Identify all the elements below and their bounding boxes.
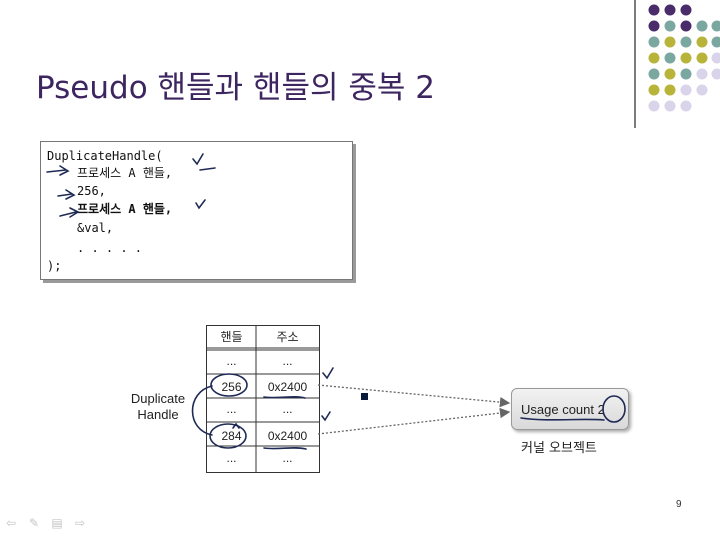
page-number: 9 — [676, 499, 682, 510]
dot-row-4 — [648, 52, 720, 64]
duplicate-label-line: Handle — [137, 407, 179, 422]
kernel-object-box: Usage count 2 — [511, 388, 629, 430]
decorative-divider — [634, 0, 636, 128]
slide-title: Pseudo 핸들과 핸들의 중복 2 — [36, 70, 435, 106]
code-line: DuplicateHandle( — [47, 149, 163, 163]
code-line: &val, — [77, 221, 114, 235]
table-cell: ... — [226, 354, 237, 368]
usage-count-label: Usage count 2 — [521, 402, 605, 417]
decorative-dot-grid — [648, 4, 720, 112]
table-cell: 0x2400 — [267, 380, 308, 394]
table-cell: ... — [282, 402, 293, 416]
table-cell: 284 — [221, 429, 242, 443]
code-line: ); — [47, 259, 62, 273]
table-cell: ... — [282, 451, 293, 465]
pen-icon[interactable]: ✎ — [28, 516, 40, 530]
code-box: DuplicateHandle( 프로세스 A 핸들, 256, 프로세스 A … — [40, 141, 353, 280]
dot-row-5 — [648, 68, 720, 80]
code-line: 프로세스 A 핸들, — [77, 166, 173, 180]
duplicate-label-line: Duplicate — [130, 391, 186, 406]
table-header-handle: 핸들 — [220, 330, 243, 344]
pointer-arrow-upper — [317, 384, 511, 408]
dot-row-1 — [648, 4, 708, 16]
handle-table: 핸들 주소 ... ... 256 0x2400 ... ... 284 0x2… — [206, 325, 320, 473]
ink-check-upper — [322, 367, 334, 380]
table-cell: 0x2400 — [267, 429, 308, 443]
dot-row-2 — [648, 20, 720, 32]
prev-arrow-icon[interactable]: ⇦ — [5, 516, 17, 530]
code-line: . . . . . — [77, 241, 143, 255]
next-arrow-icon[interactable]: ⇨ — [74, 516, 86, 530]
slideshow-nav-bar: ⇦ ✎ ▤ ⇨ — [4, 516, 87, 532]
kernel-object-caption: 커널 오브젝트 — [521, 441, 597, 456]
duplicate-handle-label: Duplicate Handle — [120, 391, 196, 423]
code-line: 프로세스 A 핸들, — [77, 202, 173, 216]
menu-icon[interactable]: ▤ — [51, 516, 63, 530]
mouse-cursor-marker — [361, 393, 368, 400]
dot-row-6 — [648, 84, 708, 96]
table-cell: ... — [282, 354, 293, 368]
table-cell: ... — [226, 451, 237, 465]
code-line: 256, — [77, 184, 106, 198]
dot-row-7 — [648, 100, 692, 112]
table-cell: 256 — [221, 380, 242, 394]
pointer-arrow-lower — [317, 407, 511, 435]
table-header-address: 주소 — [276, 330, 299, 344]
ink-check-lower — [321, 411, 331, 422]
table-cell: ... — [226, 402, 237, 416]
dot-row-3 — [648, 36, 720, 48]
